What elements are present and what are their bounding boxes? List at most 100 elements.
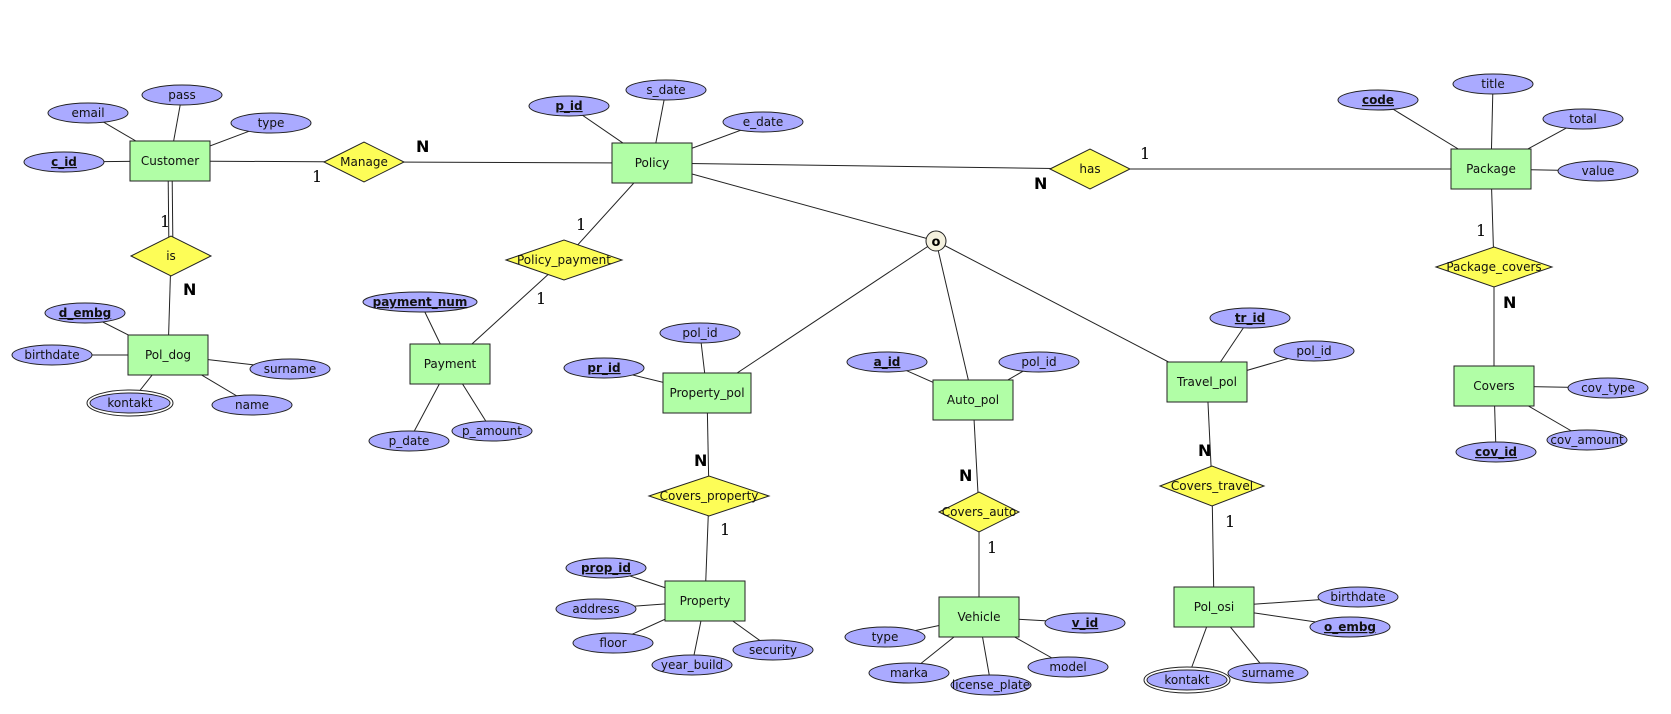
relationship-covers_property[interactable]: Covers_property bbox=[647, 475, 771, 517]
key-attribute-label: c_id bbox=[51, 155, 77, 170]
relationship-has[interactable]: has bbox=[1048, 148, 1132, 190]
entity-payment[interactable]: Payment bbox=[409, 343, 491, 385]
attribute-ellipse bbox=[1317, 586, 1399, 608]
entity-property[interactable]: Property bbox=[664, 580, 746, 622]
entity-policy[interactable]: Policy bbox=[611, 142, 693, 184]
attribute-cov_id[interactable]: cov_id bbox=[1455, 441, 1537, 463]
attribute-cov_amount[interactable]: cov_amount bbox=[1546, 429, 1628, 451]
entity-box bbox=[1453, 365, 1535, 407]
relationship-diamond bbox=[322, 141, 406, 183]
attribute-o_embg[interactable]: o_embg bbox=[1309, 616, 1391, 638]
attribute-address[interactable]: address bbox=[555, 598, 637, 620]
attribute-d_birthdate[interactable]: birthdate bbox=[11, 344, 93, 366]
attribute-o_birthdate[interactable]: birthdate bbox=[1317, 586, 1399, 608]
attribute-floor[interactable]: floor bbox=[572, 632, 654, 654]
attribute-tp_pol_id[interactable]: pol_id bbox=[1273, 340, 1355, 362]
entity-travel_pol[interactable]: Travel_pol bbox=[1166, 361, 1248, 403]
key-attribute-label: p_id bbox=[555, 99, 582, 114]
relationship-policy_payment[interactable]: Policy_payment bbox=[504, 239, 624, 281]
attribute-ellipse bbox=[732, 639, 814, 661]
entity-label: Auto_pol bbox=[947, 393, 999, 407]
key-attribute-label: o_embg bbox=[1324, 620, 1376, 635]
attribute-d_kontakt[interactable]: kontakt bbox=[86, 389, 174, 417]
attribute-ellipse bbox=[1452, 73, 1534, 95]
relationship-manage[interactable]: Manage bbox=[322, 141, 406, 183]
entity-box bbox=[127, 334, 209, 376]
attribute-e_date[interactable]: e_date bbox=[722, 111, 804, 133]
entity-box bbox=[1166, 361, 1248, 403]
entity-auto_pol[interactable]: Auto_pol bbox=[932, 379, 1014, 421]
attribute-o_surname[interactable]: surname bbox=[1227, 662, 1309, 684]
cardinality-card_pp_payment: 1 bbox=[536, 289, 546, 308]
relationship-is[interactable]: is bbox=[129, 235, 213, 277]
attribute-model[interactable]: model bbox=[1027, 656, 1109, 678]
entity-pol_dog[interactable]: Pol_dog bbox=[127, 334, 209, 376]
entity-box bbox=[664, 580, 746, 622]
attribute-d_name[interactable]: name bbox=[211, 394, 293, 416]
attribute-a_id[interactable]: a_id bbox=[846, 351, 928, 373]
entity-label: Property_pol bbox=[669, 386, 744, 400]
relationship-diamond bbox=[937, 491, 1021, 533]
relationship-label: Covers_auto bbox=[942, 505, 1016, 519]
attribute-value[interactable]: value bbox=[1557, 160, 1639, 182]
attribute-label: s_date bbox=[646, 83, 685, 97]
attribute-ellipse bbox=[211, 394, 293, 416]
attribute-tr_id[interactable]: tr_id bbox=[1209, 307, 1291, 329]
cardinality-card_apol_ca: N bbox=[959, 466, 972, 485]
attribute-prop_id[interactable]: prop_id bbox=[565, 557, 647, 579]
attribute-marka[interactable]: marka bbox=[868, 662, 950, 684]
relationship-label: Covers_travel bbox=[1171, 479, 1253, 493]
attribute-d_embg[interactable]: d_embg bbox=[44, 302, 126, 324]
entity-covers[interactable]: Covers bbox=[1453, 365, 1535, 407]
attribute-c_id[interactable]: c_id bbox=[23, 151, 105, 173]
relationship-label: Package_covers bbox=[1446, 260, 1541, 274]
attribute-payment_num[interactable]: payment_num bbox=[362, 291, 478, 313]
attribute-license_plate[interactable]: license_plate bbox=[950, 674, 1032, 696]
entity-box bbox=[129, 140, 211, 182]
relationship-package_covers[interactable]: Package_covers bbox=[1434, 246, 1554, 288]
cardinality-card_customer_is: 1 bbox=[160, 212, 170, 231]
attribute-year_build[interactable]: year_build bbox=[651, 654, 733, 676]
attribute-ctype[interactable]: type bbox=[230, 112, 312, 134]
attribute-s_date[interactable]: s_date bbox=[625, 79, 707, 101]
attribute-pp_pol_id[interactable]: pol_id bbox=[659, 322, 741, 344]
attribute-security[interactable]: security bbox=[732, 639, 814, 661]
specialization-overlap-circle[interactable]: o bbox=[925, 230, 947, 252]
attribute-code[interactable]: code bbox=[1337, 89, 1419, 111]
entity-vehicle[interactable]: Vehicle bbox=[938, 596, 1020, 638]
cardinality-card_manage_policy: N bbox=[416, 137, 429, 156]
attribute-ap_pol_id[interactable]: pol_id bbox=[998, 351, 1080, 373]
entity-customer[interactable]: Customer bbox=[129, 140, 211, 182]
entity-pol_osi[interactable]: Pol_osi bbox=[1173, 586, 1255, 628]
attribute-ellipse bbox=[1337, 89, 1419, 111]
attribute-ellipse bbox=[1209, 307, 1291, 329]
attribute-v_id[interactable]: v_id bbox=[1044, 612, 1126, 634]
attribute-p_id[interactable]: p_id bbox=[528, 95, 610, 117]
attribute-ellipse bbox=[249, 358, 331, 380]
attribute-label: cov_amount bbox=[1550, 433, 1624, 447]
attribute-email[interactable]: email bbox=[47, 102, 129, 124]
attribute-ellipse bbox=[89, 392, 171, 414]
relationship-covers_travel[interactable]: Covers_travel bbox=[1158, 465, 1266, 507]
entity-package[interactable]: Package bbox=[1450, 148, 1532, 190]
entity-property_pol[interactable]: Property_pol bbox=[662, 372, 752, 414]
spec-link-travel_pol bbox=[935, 240, 1208, 383]
attribute-pass[interactable]: pass bbox=[141, 84, 223, 106]
attribute-o_kontakt[interactable]: kontakt bbox=[1143, 666, 1231, 694]
spec-link-parent bbox=[651, 162, 937, 242]
attribute-ellipse bbox=[451, 420, 533, 442]
relationship-diamond bbox=[1158, 465, 1266, 507]
relationship-covers_auto[interactable]: Covers_auto bbox=[937, 491, 1021, 533]
attribute-vtype[interactable]: type bbox=[844, 626, 926, 648]
attribute-cov_type[interactable]: cov_type bbox=[1567, 377, 1649, 399]
attribute-pr_id[interactable]: pr_id bbox=[563, 357, 645, 379]
attribute-d_surname[interactable]: surname bbox=[249, 358, 331, 380]
attribute-total[interactable]: total bbox=[1542, 108, 1624, 130]
attribute-p_amount[interactable]: p_amount bbox=[451, 420, 533, 442]
attribute-p_date[interactable]: p_date bbox=[368, 430, 450, 452]
attribute-ellipse bbox=[230, 112, 312, 134]
attribute-title[interactable]: title bbox=[1452, 73, 1534, 95]
attribute-ellipse bbox=[362, 291, 478, 313]
